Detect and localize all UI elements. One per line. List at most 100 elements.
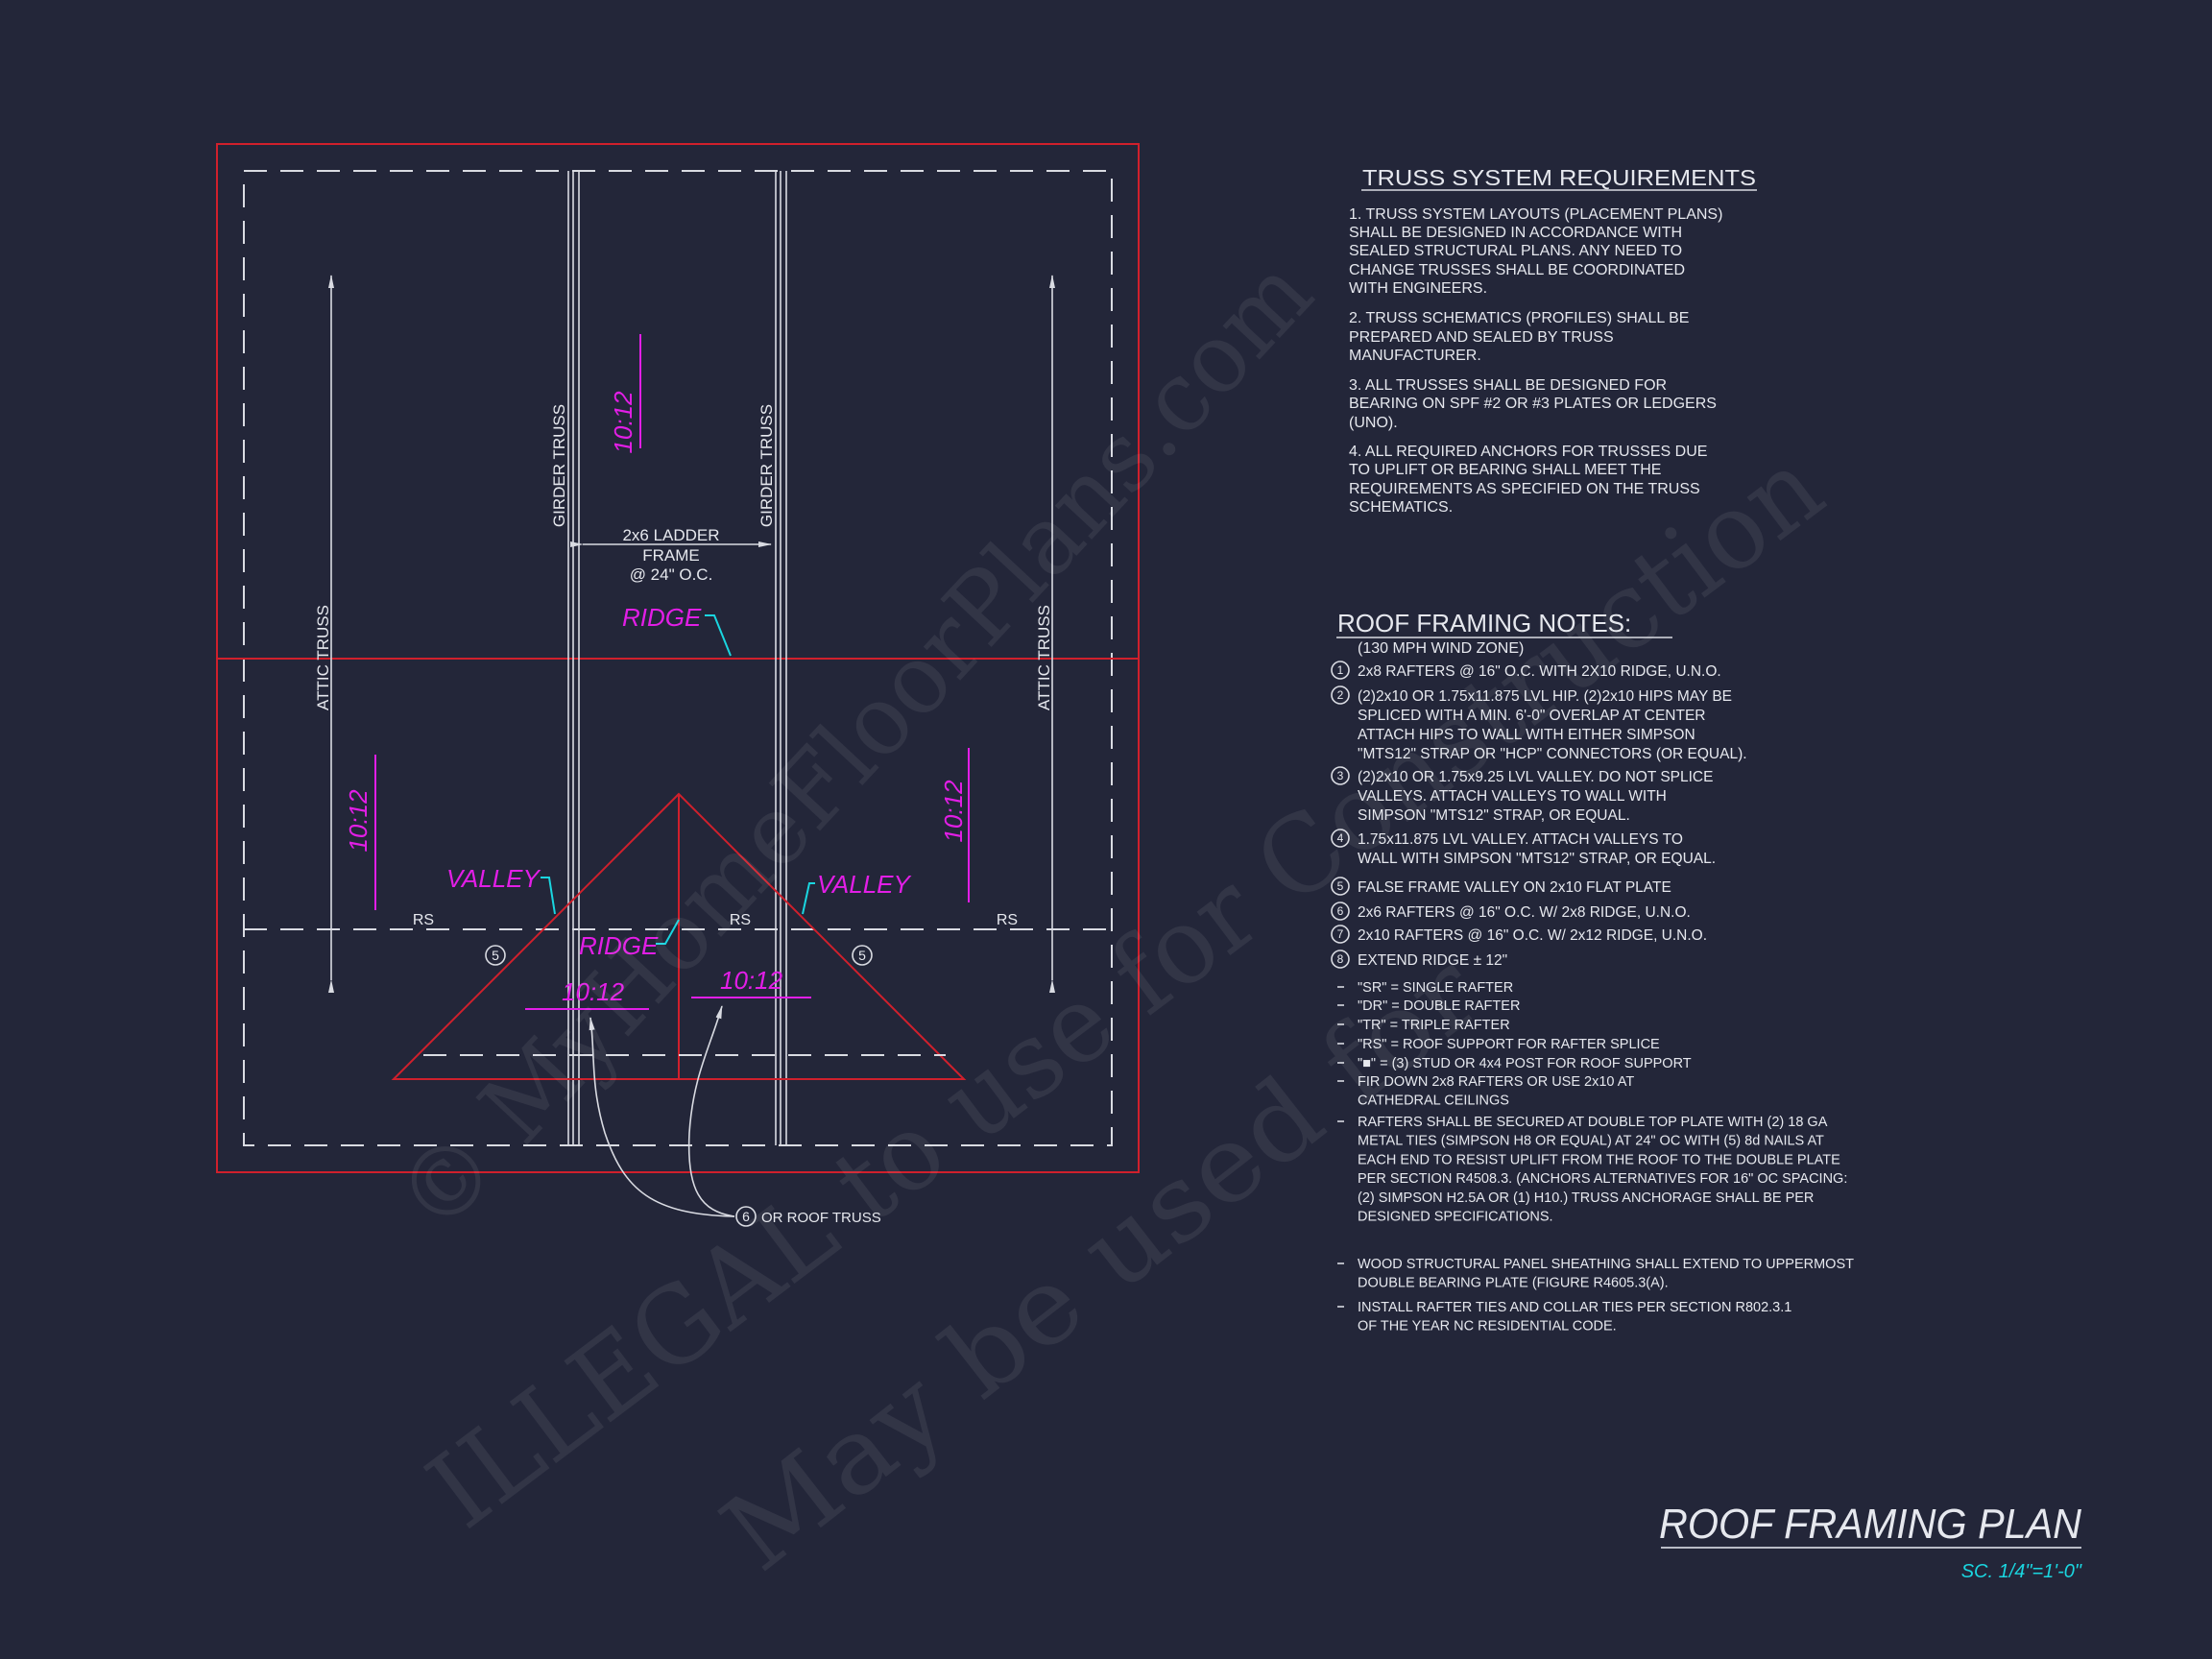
truss-requirement-line: SHALL BE DESIGNED IN ACCORDANCE WITH — [1349, 225, 1682, 241]
valley-label-left: VALLEY — [446, 864, 541, 893]
roof-bullet-note: FIR DOWN 2x8 RAFTERS OR USE 2x10 ATCATHE… — [1337, 1074, 1634, 1109]
note-line: WALL WITH SIMPSON "MTS12" STRAP, OR EQUA… — [1358, 851, 1716, 867]
note-line: 2x8 RAFTERS @ 16" O.C. WITH 2X10 RIDGE, … — [1358, 663, 1721, 680]
valley-leader-left — [541, 877, 556, 915]
note-number: 3 — [1337, 769, 1344, 782]
girder-truss-right — [775, 171, 787, 1145]
note-number: 4 — [1337, 831, 1344, 845]
roof-note-7: 7 2x10 RAFTERS @ 16" O.C. W/ 2x12 RIDGE, … — [1331, 925, 1707, 944]
roof-note-4: 4 1.75x11.875 LVL VALLEY. ATTACH VALLEYS … — [1331, 829, 1716, 867]
truss-requirements-title: TRUSS SYSTEM REQUIREMENTS — [1362, 165, 1756, 190]
note-line: VALLEYS. ATTACH VALLEYS TO WALL WITH — [1358, 788, 1667, 805]
note-line: (2)2x10 OR 1.75x11.875 LVL HIP. (2)2x10 … — [1358, 688, 1732, 705]
note-line: "SR" = SINGLE RAFTER — [1358, 980, 1513, 996]
truss-requirement-line: WITH ENGINEERS. — [1349, 280, 1487, 297]
note-line: "MTS12" STRAP OR "HCP" CONNECTORS (OR EQ… — [1358, 746, 1747, 762]
callout-6: 6 — [735, 1206, 757, 1227]
roof-truss-leader-left — [589, 1017, 735, 1217]
roof-note-2: 2 (2)2x10 OR 1.75x11.875 LVL HIP. (2)2x10… — [1331, 685, 1747, 762]
roof-note-3: 3 (2)2x10 OR 1.75x9.25 LVL VALLEY. DO NOT… — [1331, 766, 1713, 824]
roof-bullet-note: RAFTERS SHALL BE SECURED AT DOUBLE TOP P… — [1337, 1115, 1847, 1225]
roof-bullet-note: "DR" = DOUBLE RAFTER — [1337, 998, 1520, 1014]
pitch-label-gable-right: 10:12 — [720, 966, 783, 995]
callout-circle-icon — [1331, 902, 1350, 921]
note-line: SIMPSON "MTS12" STRAP, OR EQUAL. — [1358, 807, 1630, 824]
truss-requirement-line: SCHEMATICS. — [1349, 499, 1453, 516]
roof-notes-subtitle: (130 MPH WIND ZONE) — [1358, 640, 1524, 657]
note-number: 5 — [1337, 879, 1344, 893]
callout-circle-icon — [1331, 685, 1350, 705]
watermark-line-1: © MyHomeFloorPlans.com — [374, 237, 1334, 1255]
roof-bullet-note: "■" = (3) STUD OR 4x4 POST FOR ROOF SUPP… — [1337, 1056, 1692, 1071]
note-line: FALSE FRAME VALLEY ON 2x10 FLAT PLATE — [1358, 879, 1671, 896]
girder-truss-left — [567, 171, 580, 1145]
truss-requirement-line: CHANGE TRUSSES SHALL BE COORDINATED — [1349, 262, 1685, 278]
truss-requirement-line: 4. ALL REQUIRED ANCHORS FOR TRUSSES DUE — [1349, 444, 1707, 460]
title-block: ROOF FRAMING PLAN SC. 1/4"=1'-0" — [1659, 1501, 2082, 1582]
truss-requirement-line: TO UPLIFT OR BEARING SHALL MEET THE — [1349, 462, 1661, 478]
note-line: "DR" = DOUBLE RAFTER — [1358, 998, 1520, 1014]
valley-label-right: VALLEY — [817, 870, 912, 899]
roof-bullet-note: "SR" = SINGLE RAFTER — [1337, 980, 1513, 996]
note-line: 2x10 RAFTERS @ 16" O.C. W/ 2x12 RIDGE, U… — [1358, 927, 1707, 944]
ridge-leader-gable — [656, 919, 680, 945]
note-line: "■" = (3) STUD OR 4x4 POST FOR ROOF SUPP… — [1358, 1056, 1692, 1071]
roof-note-5: 5 FALSE FRAME VALLEY ON 2x10 FLAT PLATE — [1331, 877, 1671, 896]
ridge-leader-main — [705, 614, 732, 657]
note-line: PER SECTION R4508.3. (ANCHORS ALTERNATIV… — [1358, 1171, 1847, 1187]
attic-truss-label-right: ATTIC TRUSS — [1035, 605, 1053, 710]
svg-text:6: 6 — [742, 1209, 750, 1224]
note-line: METAL TIES (SIMPSON H8 OR EQUAL) AT 24" … — [1358, 1134, 1824, 1149]
girder-truss-label-right: GIRDER TRUSS — [757, 404, 776, 527]
ladder-frame-label-1: 2x6 LADDER — [622, 526, 719, 544]
callout-circle-icon — [1331, 950, 1350, 969]
truss-requirement-line: (UNO). — [1349, 415, 1398, 431]
attic-truss-label-left: ATTIC TRUSS — [314, 605, 332, 710]
note-line: (2)2x10 OR 1.75x9.25 LVL VALLEY. DO NOT … — [1358, 769, 1713, 785]
roof-note-8: 8 EXTEND RIDGE ± 12" — [1331, 950, 1507, 969]
note-number: 7 — [1337, 927, 1344, 941]
truss-requirement-line: BEARING ON SPF #2 OR #3 PLATES OR LEDGER… — [1349, 396, 1717, 412]
girder-truss-label-left: GIRDER TRUSS — [550, 404, 568, 527]
note-line: FIR DOWN 2x8 RAFTERS OR USE 2x10 AT — [1358, 1074, 1634, 1090]
rs-label-3: RS — [997, 912, 1018, 928]
callout-circle-icon — [1331, 766, 1350, 785]
note-number: 8 — [1337, 952, 1344, 966]
pitch-label-gable-left: 10:12 — [562, 977, 625, 1006]
roof-bullet-note: INSTALL RAFTER TIES AND COLLAR TIES PER … — [1337, 1300, 1791, 1334]
note-line: "TR" = TRIPLE RAFTER — [1358, 1018, 1510, 1033]
note-line: SPLICED WITH A MIN. 6'-0" OVERLAP AT CEN… — [1358, 708, 1705, 724]
truss-requirement-line: SEALED STRUCTURAL PLANS. ANY NEED TO — [1349, 243, 1682, 259]
rs-label-1: RS — [413, 912, 434, 928]
note-line: 2x6 RAFTERS @ 16" O.C. W/ 2x8 RIDGE, U.N… — [1358, 904, 1691, 921]
roof-bullet-note: WOOD STRUCTURAL PANEL SHEATHING SHALL EX… — [1337, 1257, 1854, 1291]
note-line: EXTEND RIDGE ± 12" — [1358, 952, 1507, 969]
roof-note-1: 1 2x8 RAFTERS @ 16" O.C. WITH 2X10 RIDGE,… — [1331, 661, 1721, 680]
callout-5-left: 5 — [485, 945, 506, 966]
ladder-frame-label-3: @ 24" O.C. — [630, 565, 713, 584]
note-line: OF THE YEAR NC RESIDENTIAL CODE. — [1358, 1319, 1617, 1334]
callout-circle-icon — [1331, 877, 1350, 896]
roof-truss-note: OR ROOF TRUSS — [761, 1210, 881, 1226]
roof-bullet-note: "TR" = TRIPLE RAFTER — [1337, 1018, 1510, 1033]
rs-label-2: RS — [730, 912, 751, 928]
ladder-frame-label-2: FRAME — [642, 546, 700, 565]
note-line: 1.75x11.875 LVL VALLEY. ATTACH VALLEYS T… — [1358, 831, 1683, 848]
roof-truss-leader-right — [687, 1005, 735, 1217]
pitch-label-left: 10:12 — [344, 789, 373, 853]
valley-leader-right — [802, 882, 815, 915]
roof-framing-notes: ROOF FRAMING NOTES: (130 MPH WIND ZONE) … — [1331, 609, 1854, 1334]
truss-requirement-line: 2. TRUSS SCHEMATICS (PROFILES) SHALL BE — [1349, 310, 1689, 326]
callout-circle-icon — [1331, 661, 1350, 680]
note-number: 2 — [1337, 688, 1344, 702]
svg-text:5: 5 — [858, 948, 866, 963]
note-number: 1 — [1337, 663, 1344, 677]
note-line: (2) SIMPSON H2.5A OR (1) H10.) TRUSS ANC… — [1358, 1190, 1814, 1206]
note-line: EACH END TO RESIST UPLIFT FROM THE ROOF … — [1358, 1152, 1840, 1167]
callout-circle-icon — [1331, 829, 1350, 848]
truss-requirement-line: 3. ALL TRUSSES SHALL BE DESIGNED FOR — [1349, 377, 1667, 394]
callout-circle-icon — [1331, 925, 1350, 944]
note-line: DOUBLE BEARING PLATE (FIGURE R4605.3(A). — [1358, 1276, 1669, 1291]
truss-requirement-line: PREPARED AND SEALED BY TRUSS — [1349, 329, 1614, 346]
